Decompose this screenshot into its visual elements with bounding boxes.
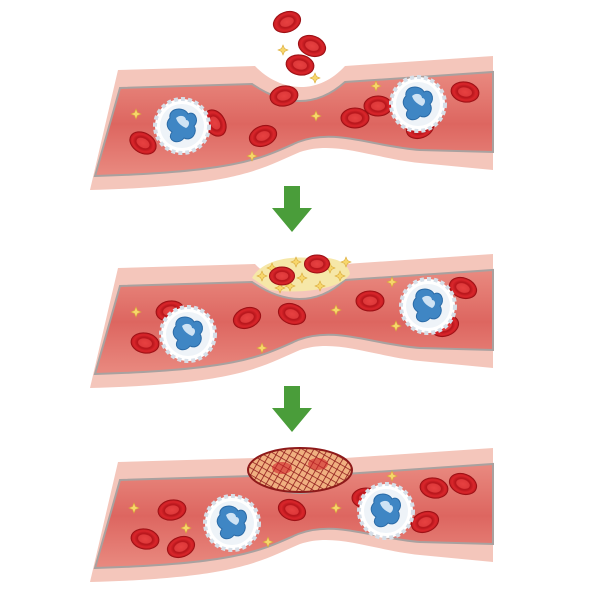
- white-blood-cell: [159, 305, 217, 363]
- stage-injury: [89, 7, 494, 191]
- platelet: [277, 44, 289, 56]
- down-arrow-icon: [272, 386, 312, 432]
- white-blood-cell: [389, 75, 447, 133]
- red-blood-cell: [268, 266, 296, 286]
- fibrin-clot: [247, 447, 353, 493]
- platelet-plug: [252, 254, 352, 294]
- down-arrow-icon: [272, 186, 312, 232]
- white-blood-cell: [203, 494, 261, 552]
- platelet: [309, 72, 321, 84]
- white-blood-cell: [357, 482, 415, 540]
- red-blood-cell: [363, 95, 393, 117]
- red-blood-cell: [269, 7, 305, 37]
- stage-fibrin-clot: [89, 447, 494, 583]
- red-blood-cell: [355, 290, 385, 312]
- stage-platelet-plug: [89, 253, 494, 389]
- red-blood-cell: [340, 107, 370, 129]
- red-blood-cell: [303, 254, 331, 274]
- white-blood-cell: [399, 277, 457, 335]
- white-blood-cell: [153, 97, 211, 155]
